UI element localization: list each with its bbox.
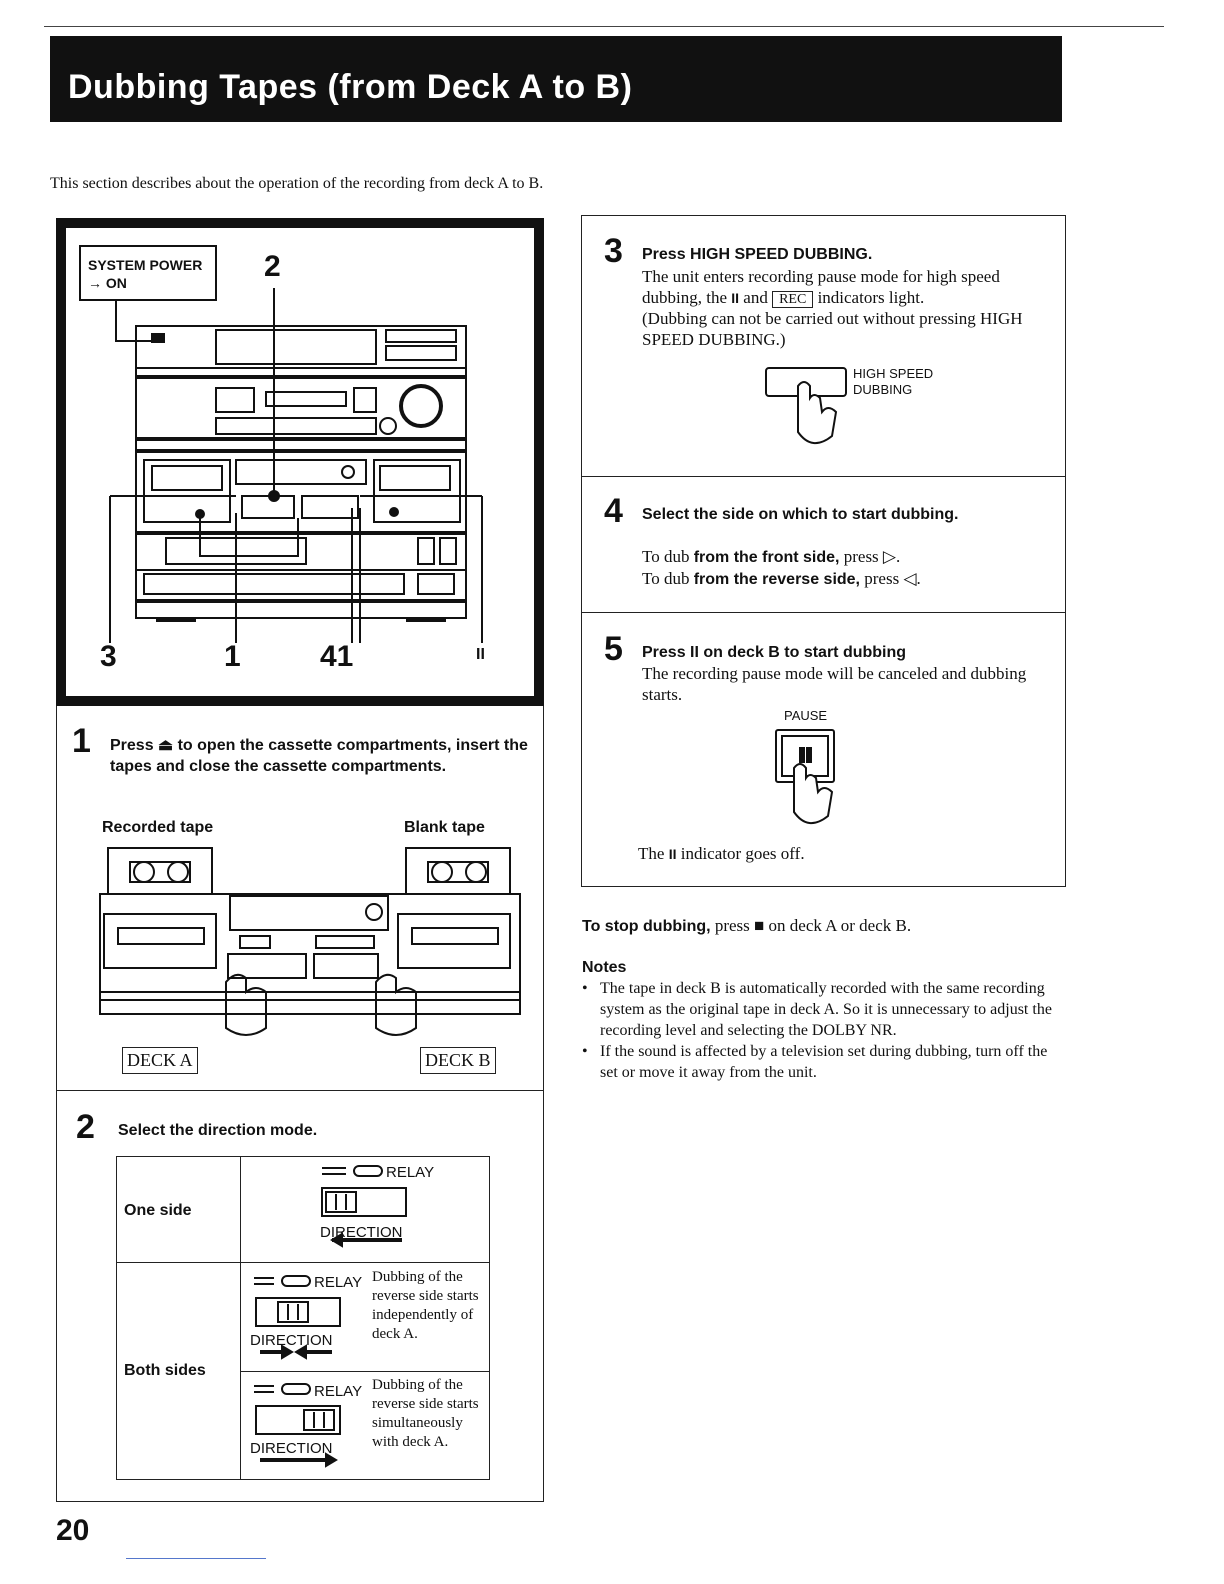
- system-power-label: SYSTEM POWER: [88, 257, 203, 273]
- step-4-number: 4: [604, 492, 623, 530]
- both-a-direction-label: DIRECTION: [250, 1332, 333, 1349]
- high-speed-label: HIGH SPEED: [853, 366, 934, 381]
- callout-3: 3: [100, 640, 117, 673]
- deck-b-label: DECK B: [420, 1047, 496, 1074]
- right-column-box: [581, 215, 1066, 887]
- top-rule: [44, 26, 1164, 27]
- step-5-footer: The II indicator goes off.: [638, 843, 805, 865]
- system-power-box: [79, 245, 217, 301]
- independent-text: Dubbing of the reverse side starts indep…: [372, 1269, 479, 1342]
- step-3-number: 3: [604, 232, 623, 270]
- both-b-direction-label: DIRECTION: [250, 1440, 333, 1457]
- step-4-line2-suffix: press ◁.: [864, 569, 921, 588]
- high-speed-dubbing-label: HIGH SPEED DUBBING: [853, 366, 933, 398]
- both-sides-label: Both sides: [124, 1362, 206, 1379]
- both-b-relay-label: RELAY: [314, 1383, 363, 1400]
- one-side-label: One side: [124, 1202, 192, 1219]
- both-sides-switch-b: [254, 1383, 341, 1468]
- step-1-number: 1: [72, 722, 91, 760]
- note-item: • The tape in deck B is automatically re…: [582, 978, 1062, 1041]
- step-3-body-part2: and: [743, 288, 768, 307]
- callout-2: 2: [264, 250, 281, 283]
- step-2-heading: Select the direction mode.: [118, 1122, 318, 1139]
- stereo-figure-inner: SYSTEM POWER → ON 2 3 1 41 II: [66, 228, 534, 696]
- page-number: 20: [56, 1514, 90, 1547]
- simultaneous-text: Dubbing of the reverse side starts simul…: [372, 1377, 479, 1450]
- step-divider: [56, 1090, 544, 1091]
- step-4-line1-suffix: press ▷.: [843, 547, 901, 566]
- rec-indicator: REC: [772, 291, 814, 308]
- step-3-body: The unit enters recording pause mode for…: [642, 266, 1062, 310]
- pause-symbol: II: [731, 290, 740, 306]
- high-speed-dubbing-button-illustration: [765, 367, 847, 444]
- system-power-on-label: → ON: [88, 275, 127, 291]
- title-bar: [50, 36, 1062, 122]
- step-3-body-part1: The unit enters recording pause mode for…: [642, 267, 1000, 307]
- step-3-heading: Press HIGH SPEED DUBBING.: [642, 246, 873, 263]
- stereo-illustration: [79, 245, 483, 643]
- callout-pause: II: [476, 646, 485, 663]
- dubbing-label: DUBBING: [853, 382, 913, 397]
- one-side-switch: [321, 1165, 407, 1248]
- one-side-relay-label: RELAY: [386, 1164, 435, 1181]
- stop-dubbing-rest: press ■ on deck A or deck B.: [714, 916, 912, 935]
- notes-heading: Notes: [582, 959, 627, 976]
- intro-text: This section describes about the operati…: [50, 175, 544, 192]
- direction-table: [116, 1156, 490, 1480]
- step-5-footer-suffix: indicator goes off.: [680, 844, 805, 863]
- step-1-heading: Press ⏏ to open the cassette compartment…: [110, 737, 528, 775]
- pause-button-illustration: [775, 729, 835, 824]
- note-item-2-text: If the sound is affected by a television…: [600, 1043, 1048, 1081]
- step-4-line1-bold: from the front side,: [693, 549, 840, 566]
- step-5-number: 5: [604, 630, 623, 668]
- callout-1: 1: [224, 640, 241, 673]
- step-3-note: (Dubbing can not be carried out without …: [642, 309, 1023, 349]
- stop-dubbing: To stop dubbing, press ■ on deck A or de…: [582, 915, 911, 937]
- deck-a-label: DECK A: [122, 1047, 198, 1074]
- pause-label: PAUSE: [784, 708, 828, 723]
- both-a-relay-label: RELAY: [314, 1274, 363, 1291]
- callout-41: 41: [320, 640, 354, 673]
- step-4-line2-prefix: To dub: [642, 569, 690, 588]
- step-5-footer-prefix: The: [638, 844, 665, 863]
- step-5-body: The recording pause mode will be cancele…: [642, 664, 1027, 704]
- step-4-line2: To dub from the reverse side, press ◁.: [642, 568, 921, 590]
- bottom-rule: [126, 1558, 266, 1559]
- one-side-direction-label: DIRECTION: [320, 1224, 403, 1241]
- notes-list: • The tape in deck B is automatically re…: [582, 978, 1062, 1083]
- step-4-heading: Select the side on which to start dubbin…: [642, 506, 959, 523]
- step-2-number: 2: [76, 1108, 95, 1146]
- page-title: Dubbing Tapes (from Deck A to B): [68, 68, 633, 106]
- note-item-1-text: The tape in deck B is automatically reco…: [600, 980, 1052, 1039]
- stop-dubbing-bold: To stop dubbing,: [582, 918, 711, 935]
- step-4-line1-prefix: To dub: [642, 547, 690, 566]
- blank-tape-label: Blank tape: [404, 819, 485, 836]
- note-item: • If the sound is affected by a televisi…: [582, 1041, 1062, 1083]
- step-5-heading: Press II on deck B to start dubbing: [642, 644, 907, 661]
- step-4-line2-bold: from the reverse side,: [693, 571, 860, 588]
- both-sides-switch-a: [254, 1275, 341, 1360]
- step-5-footer-symbol: II: [668, 846, 677, 862]
- step-3-body-part3: indicators light.: [817, 288, 925, 307]
- cassette-decks-illustration: [99, 847, 521, 1036]
- step-4-line1: To dub from the front side, press ▷.: [642, 546, 900, 568]
- recorded-tape-label: Recorded tape: [102, 819, 214, 836]
